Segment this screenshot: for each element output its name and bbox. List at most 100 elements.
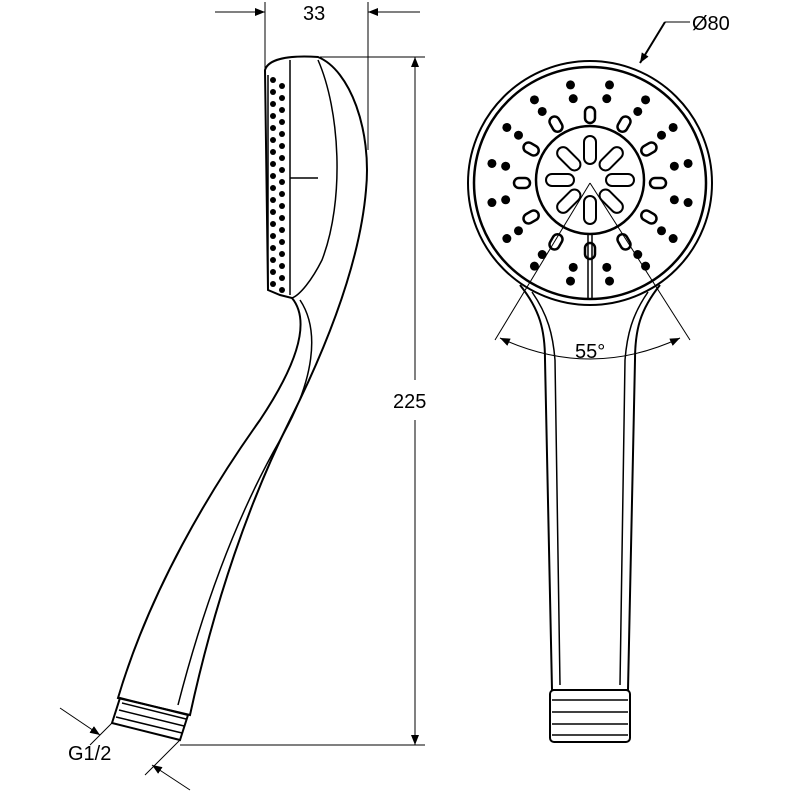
nozzle bbox=[501, 161, 511, 171]
side-head-face bbox=[267, 60, 318, 295]
nozzle bbox=[487, 198, 497, 208]
nozzle bbox=[270, 77, 276, 83]
nozzle bbox=[279, 215, 285, 221]
nozzle bbox=[648, 176, 668, 190]
nozzle bbox=[270, 281, 276, 287]
nozzle bbox=[568, 94, 578, 104]
nozzle bbox=[669, 161, 679, 171]
front-head-outer-ring bbox=[467, 60, 713, 306]
nozzle bbox=[605, 80, 615, 90]
side-view bbox=[110, 55, 368, 742]
nozzle bbox=[279, 191, 285, 197]
nozzle bbox=[270, 185, 276, 191]
nozzle bbox=[279, 119, 285, 125]
nozzle bbox=[605, 276, 615, 286]
nozzle bbox=[616, 233, 632, 251]
nozzle bbox=[657, 130, 667, 140]
nozzle bbox=[669, 195, 679, 205]
nozzle bbox=[487, 158, 497, 168]
nozzle bbox=[513, 130, 523, 140]
nozzle bbox=[502, 234, 512, 244]
nozzle bbox=[537, 250, 547, 260]
nozzle bbox=[270, 101, 276, 107]
side-handle-inner-line bbox=[291, 59, 338, 299]
nozzle bbox=[598, 146, 624, 172]
nozzle bbox=[270, 125, 276, 131]
side-nozzles bbox=[270, 77, 285, 293]
nozzle bbox=[270, 89, 276, 95]
nozzle bbox=[270, 209, 276, 215]
nozzle bbox=[502, 122, 512, 132]
nozzle bbox=[640, 209, 658, 225]
nozzle bbox=[270, 245, 276, 251]
nozzle bbox=[683, 198, 693, 208]
nozzle bbox=[279, 275, 285, 281]
nozzle bbox=[641, 261, 651, 271]
nozzle bbox=[568, 262, 578, 272]
nozzle bbox=[583, 241, 597, 261]
nozzle bbox=[279, 287, 285, 293]
nozzle bbox=[279, 167, 285, 173]
depth-dimension-label: 33 bbox=[303, 3, 325, 25]
nozzle bbox=[270, 173, 276, 179]
nozzle bbox=[545, 173, 575, 187]
nozzle bbox=[279, 95, 285, 101]
nozzle bbox=[270, 257, 276, 263]
nozzle bbox=[668, 234, 678, 244]
front-center-disc bbox=[534, 124, 646, 236]
front-dimensions bbox=[494, 21, 691, 360]
nozzle bbox=[270, 197, 276, 203]
nozzle bbox=[279, 227, 285, 233]
nozzle bbox=[279, 155, 285, 161]
nozzle bbox=[279, 239, 285, 245]
nozzle bbox=[548, 115, 564, 133]
nozzle bbox=[583, 135, 597, 165]
nozzle bbox=[633, 250, 643, 260]
nozzle bbox=[583, 195, 597, 225]
side-handle-ridge bbox=[177, 299, 313, 706]
nozzle bbox=[633, 106, 643, 116]
front-view bbox=[467, 60, 713, 743]
nozzle bbox=[537, 106, 547, 116]
nozzle bbox=[616, 115, 632, 133]
angle-dimension-label: 55° bbox=[575, 341, 605, 363]
nozzle bbox=[501, 195, 511, 205]
nozzle bbox=[279, 107, 285, 113]
nozzle bbox=[583, 105, 597, 125]
side-dimensions bbox=[59, 2, 425, 791]
side-handle-outline bbox=[116, 55, 368, 717]
nozzle bbox=[602, 262, 612, 272]
nozzle bbox=[279, 131, 285, 137]
nozzle bbox=[270, 137, 276, 143]
front-head-face bbox=[472, 65, 708, 301]
nozzle bbox=[641, 95, 651, 105]
nozzle bbox=[522, 141, 540, 157]
nozzle bbox=[565, 276, 575, 286]
nozzle bbox=[522, 209, 540, 225]
nozzle bbox=[270, 221, 276, 227]
nozzle bbox=[270, 149, 276, 155]
nozzle bbox=[657, 226, 667, 236]
nozzle bbox=[602, 94, 612, 104]
nozzle bbox=[279, 203, 285, 209]
front-thread bbox=[549, 689, 631, 743]
nozzle bbox=[270, 161, 276, 167]
nozzle bbox=[640, 141, 658, 157]
nozzle bbox=[548, 233, 564, 251]
nozzle bbox=[270, 113, 276, 119]
nozzle bbox=[513, 226, 523, 236]
nozzle bbox=[529, 261, 539, 271]
thread-dimension-label: G1/2 bbox=[68, 743, 111, 765]
nozzle bbox=[279, 251, 285, 257]
nozzle bbox=[556, 146, 582, 172]
nozzle bbox=[279, 179, 285, 185]
nozzle bbox=[565, 80, 575, 90]
length-dimension-label: 225 bbox=[393, 391, 426, 413]
nozzle bbox=[270, 269, 276, 275]
side-thread bbox=[110, 696, 190, 742]
diameter-dimension-label: Ø80 bbox=[692, 13, 730, 35]
nozzle bbox=[270, 233, 276, 239]
nozzle bbox=[598, 188, 624, 214]
